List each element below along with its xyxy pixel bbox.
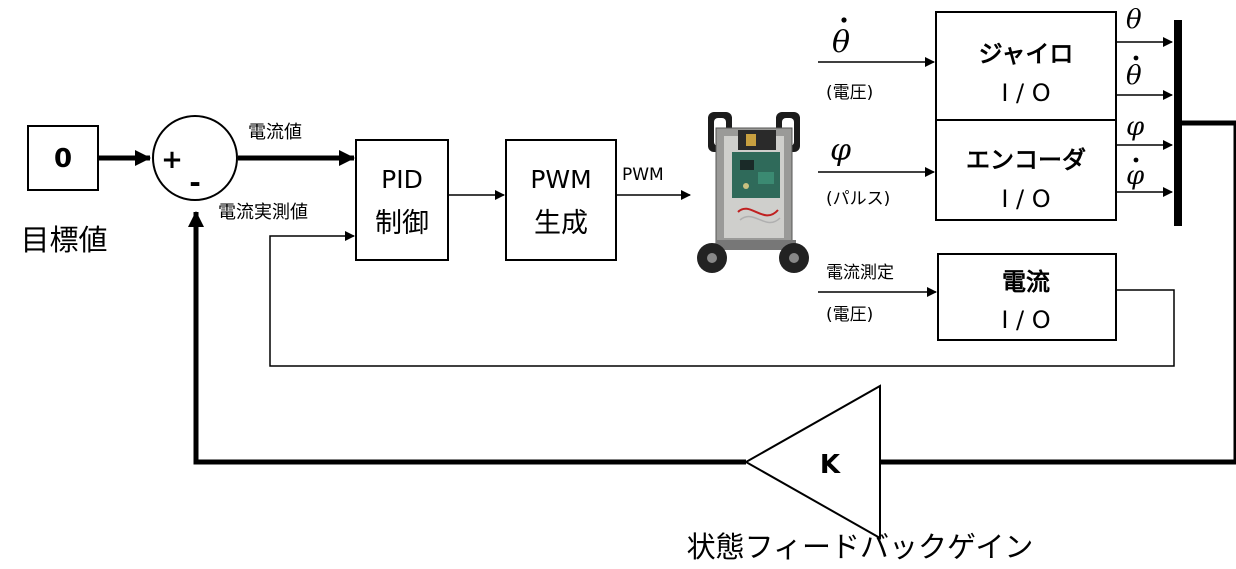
mux-bus-bar xyxy=(1174,20,1182,226)
dot-accent xyxy=(1134,158,1139,163)
reference-label: 目標値 xyxy=(20,223,107,257)
pid-control-block xyxy=(356,140,448,260)
symbol-phi-out: φ xyxy=(1126,112,1145,142)
pwm-generation-block xyxy=(506,140,616,260)
gain-label: 状態フィードバックゲイン xyxy=(687,530,1034,564)
dot-accent xyxy=(1134,56,1139,61)
gain-k-symbol: K xyxy=(820,450,841,480)
pwm-block-line2: 生成 xyxy=(534,208,588,239)
wire-gain-to-summer xyxy=(196,212,746,462)
symbol-phidot-out: φ xyxy=(1126,161,1145,191)
gain-k-triangle xyxy=(746,386,880,538)
label-voltage-current: (電圧) xyxy=(826,305,873,325)
summer-minus-sign: - xyxy=(189,166,201,199)
encoder-block-line1: エンコーダ xyxy=(966,146,1086,174)
symbol-phi-in: φ xyxy=(830,133,851,168)
label-voltage-gyro: (電圧) xyxy=(826,83,873,103)
dot-accent xyxy=(841,17,846,22)
symbol-thetadot-out-group: θ xyxy=(1126,56,1142,91)
reference-value: 0 xyxy=(54,144,72,174)
symbol-theta-in: θ xyxy=(832,25,850,60)
label-current-value: 電流値 xyxy=(248,122,302,143)
symbol-theta-out: θ xyxy=(1126,5,1142,35)
pwm-block-line1: PWM xyxy=(530,165,591,194)
label-pulse-encoder: (パルス) xyxy=(826,189,890,209)
symbol-thetadot-out: θ xyxy=(1126,61,1142,91)
current-block-line1: 電流 xyxy=(1002,268,1050,296)
pid-block-line1: PID xyxy=(381,165,423,194)
robot-image xyxy=(697,112,809,274)
gyro-block-line2: I / O xyxy=(1001,79,1050,107)
label-current-measurement: 電流測定 xyxy=(826,263,894,283)
gyro-input-label: θ xyxy=(832,17,850,60)
symbol-phidot-out-group: φ xyxy=(1126,158,1145,191)
pid-block-line2: 制御 xyxy=(375,208,429,239)
label-pwm-signal: PWM xyxy=(622,165,664,185)
encoder-block-line2: I / O xyxy=(1001,185,1050,213)
gyro-block-line1: ジャイロ xyxy=(979,40,1074,68)
current-block-line2: I / O xyxy=(1001,306,1050,334)
summer-plus-sign: + xyxy=(161,145,183,175)
label-current-measured-value: 電流実測値 xyxy=(218,202,308,223)
